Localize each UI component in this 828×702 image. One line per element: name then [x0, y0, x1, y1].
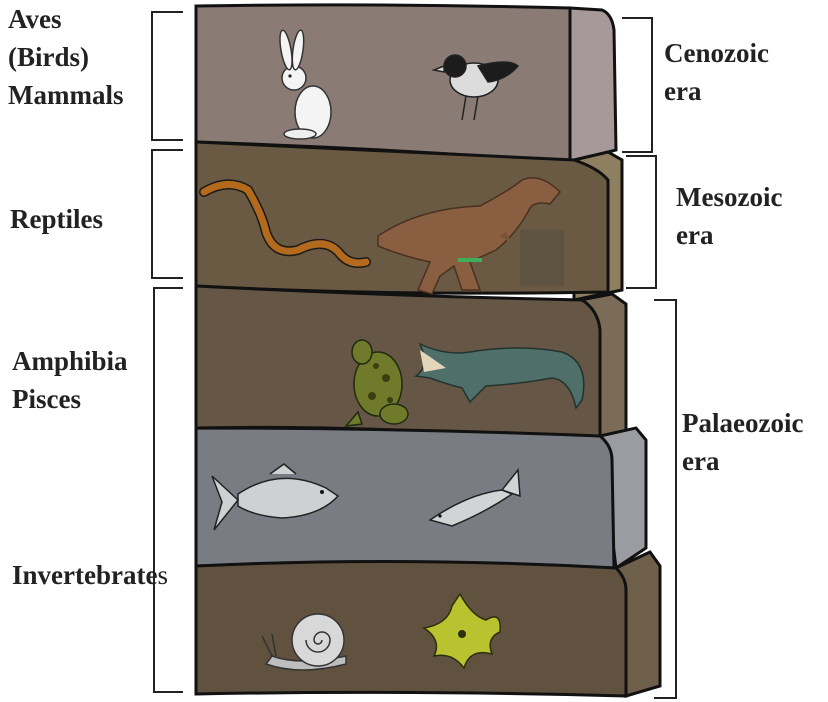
bracket-reptiles	[152, 150, 183, 278]
label-amphibia-pisces: Amphibia Pisces	[12, 342, 128, 418]
bracket-mesozoic	[626, 156, 656, 288]
label-aves: Aves	[8, 0, 123, 38]
label-mesozoic-era: Mesozoic era	[676, 178, 782, 254]
bracket-cenozoic	[622, 18, 652, 152]
label-birds: (Birds)	[8, 38, 123, 76]
bracket-birds-mammals	[152, 12, 183, 140]
bracket-invertebrates	[154, 288, 183, 692]
label-palaeozoic-era: Palaeozoic era	[682, 404, 803, 480]
label-mammals: Mammals	[8, 76, 123, 114]
label-invertebrates: Invertebrates	[12, 556, 168, 594]
label-amphibia: Amphibia	[12, 342, 128, 380]
palaeozoic-lower-layer	[196, 552, 660, 696]
label-cenozoic-era: Cenozoic era	[664, 34, 769, 110]
label-reptiles: Reptiles	[10, 200, 103, 238]
label-pisces: Pisces	[12, 380, 128, 418]
label-birds-mammals: Aves (Birds) Mammals	[8, 0, 123, 114]
cenozoic-layer	[196, 5, 616, 162]
